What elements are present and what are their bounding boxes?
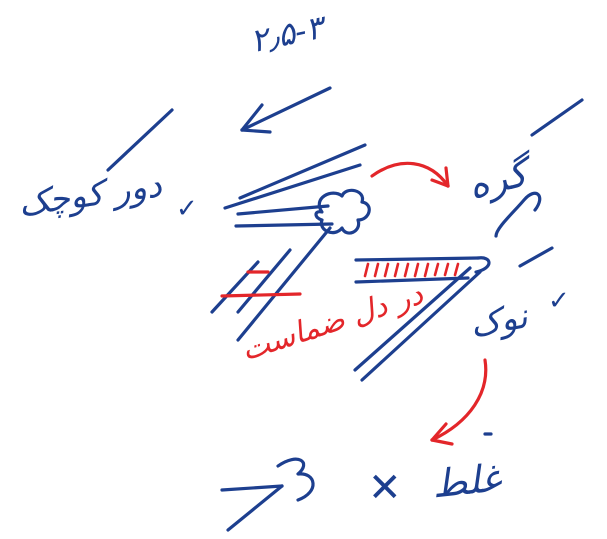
wrong-label: غلط bbox=[429, 455, 503, 507]
lower-bar-hook bbox=[474, 256, 491, 274]
diagonal-line-top-left bbox=[106, 108, 174, 172]
right-stroke-mid bbox=[518, 246, 554, 268]
wrong-mark-icon: ✕ bbox=[368, 465, 402, 511]
diagonal-left-2 bbox=[236, 248, 292, 314]
red-strike-line bbox=[220, 292, 302, 298]
knot-label-loop bbox=[494, 191, 542, 238]
tick-2: ✓ bbox=[548, 286, 570, 316]
tip-label: نوک bbox=[466, 296, 531, 346]
long-stroke-1 bbox=[238, 143, 367, 200]
lower-bar-bottom bbox=[354, 276, 470, 284]
diagonal-double-2 bbox=[360, 270, 482, 382]
red-arrow-to-knot bbox=[370, 161, 450, 188]
right-stroke-top bbox=[530, 98, 584, 137]
diagonal-double-1 bbox=[353, 266, 472, 372]
upper-bar-under bbox=[234, 222, 334, 228]
diagonal-from-knot bbox=[236, 226, 332, 342]
lower-bar-top bbox=[354, 256, 480, 262]
hatched-area bbox=[363, 262, 460, 278]
upper-bar bbox=[236, 204, 330, 216]
long-stroke-2 bbox=[223, 163, 362, 210]
knot-cloud bbox=[314, 188, 371, 235]
tick-1: ✓ bbox=[176, 194, 198, 224]
diagonal-left-1 bbox=[210, 260, 260, 314]
red-arrow-to-wrong bbox=[430, 358, 488, 446]
wrong-knot-sketch bbox=[220, 457, 315, 532]
arrow-to-size-label bbox=[240, 86, 332, 134]
